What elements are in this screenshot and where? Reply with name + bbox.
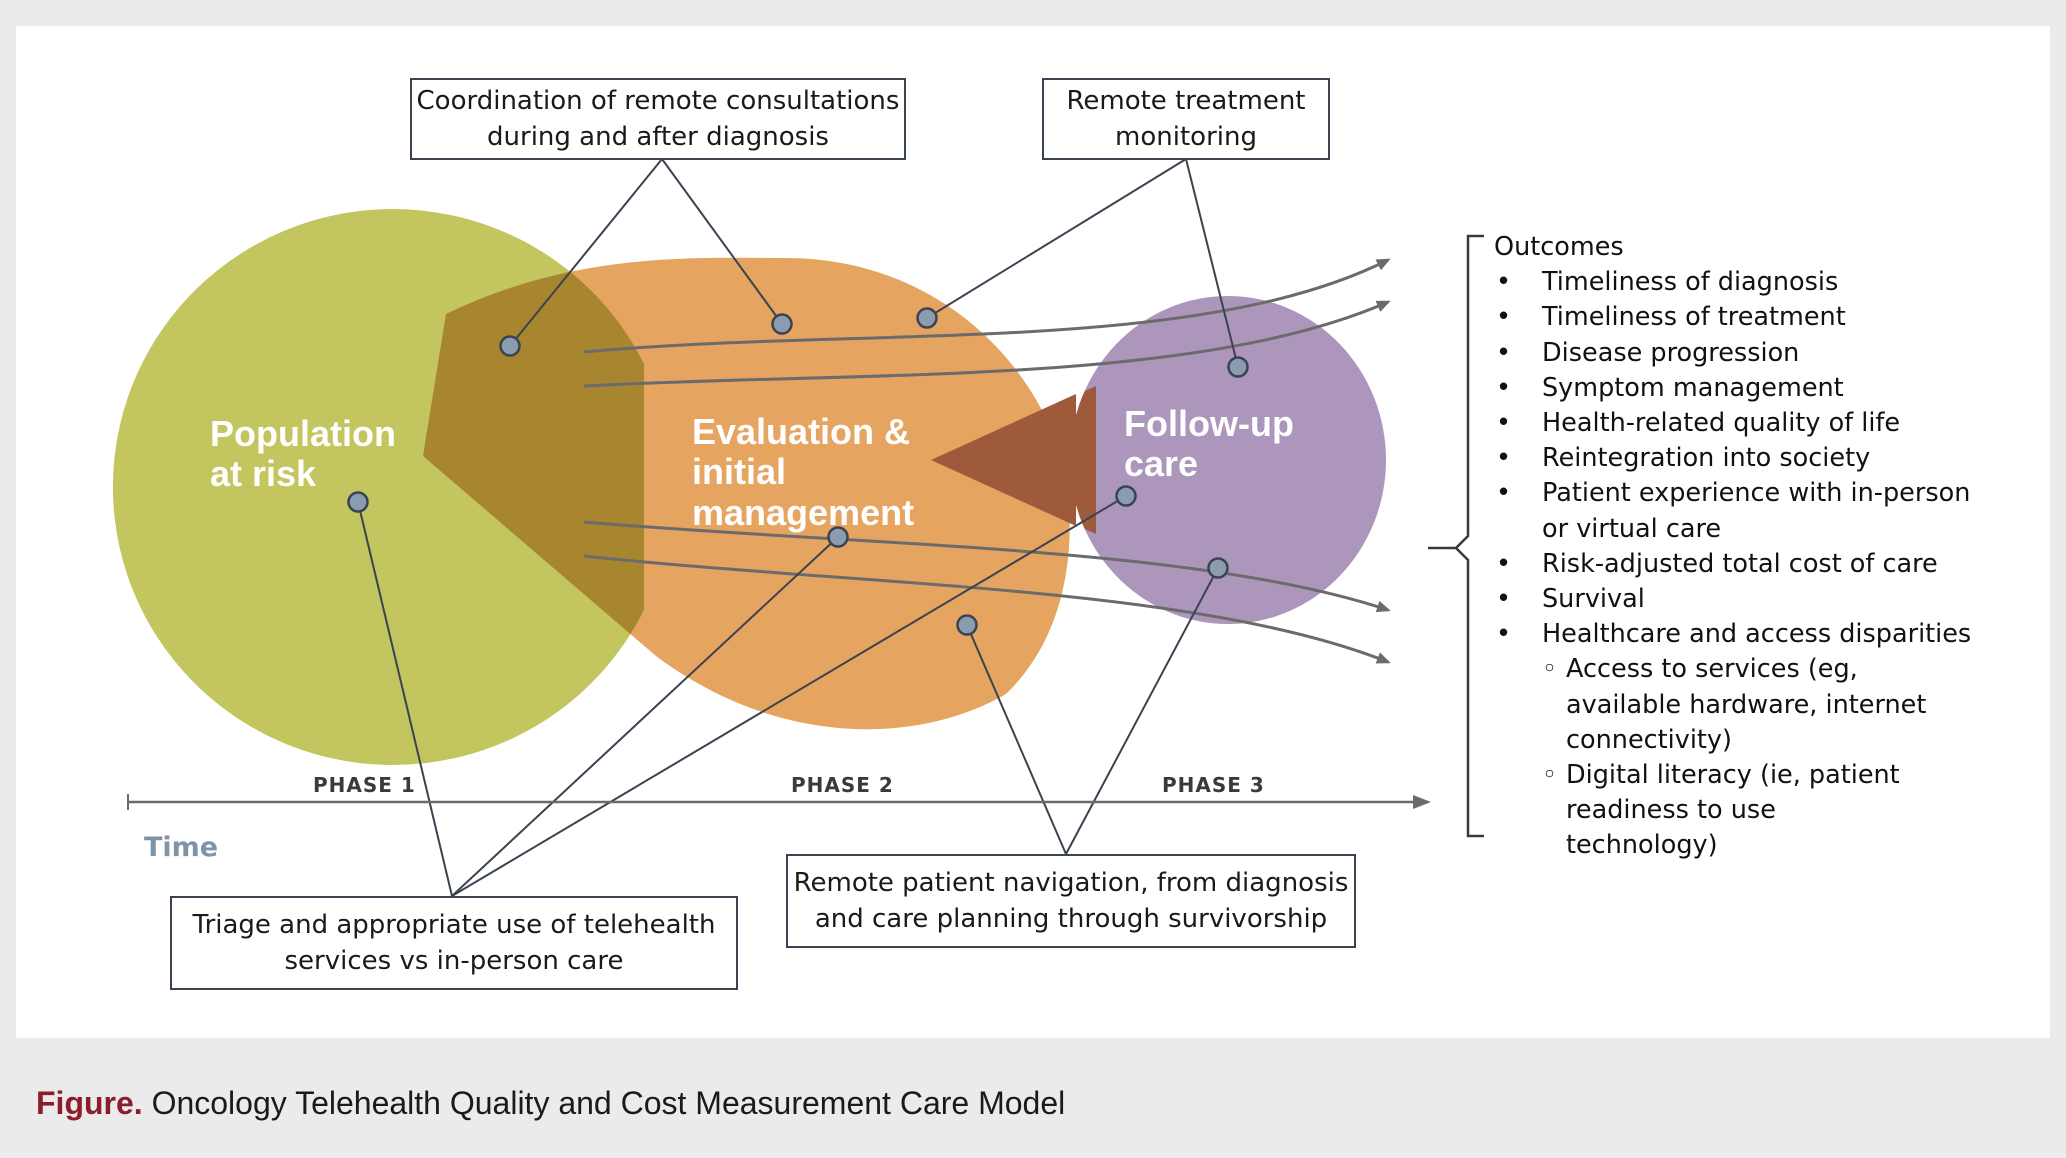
outcome-item: Symptom management <box>1494 371 2054 406</box>
diagram-panel: Population at risk Evaluation & initial … <box>16 26 2050 1038</box>
outcome-subitem: Access to services (eg,available hardwar… <box>1494 652 2054 758</box>
phase-3-label: PHASE 3 <box>1162 773 1265 797</box>
phase-2-label: PHASE 2 <box>791 773 894 797</box>
callout-triage-box: Triage and appropriate use of telehealth… <box>170 896 738 990</box>
outcome-item: Risk-adjusted total cost of care <box>1494 547 2054 582</box>
follow-up-care-shape <box>1070 296 1386 624</box>
callout-line: Remote treatment <box>1066 86 1306 116</box>
outcome-item: Reintegration into society <box>1494 441 2054 476</box>
callout-navigation-box: Remote patient navigation, from diagnosi… <box>786 854 1356 948</box>
figure-caption: Figure. Oncology Telehealth Quality and … <box>36 1085 1065 1122</box>
flow-arrow-4 <box>583 554 1391 664</box>
callout-line: Remote patient navigation, from diagnosi… <box>793 868 1349 898</box>
callout-treatment-monitoring-box: Remote treatment monitoring <box>1042 78 1330 160</box>
outcomes-items: Timeliness of diagnosis Timeliness of tr… <box>1494 265 2054 863</box>
outcome-item: Survival <box>1494 582 2054 617</box>
outcome-item: Timeliness of treatment <box>1494 300 2054 335</box>
outcomes-bracket <box>1428 234 1484 838</box>
outcomes-heading: Outcomes <box>1494 232 1624 262</box>
time-axis-label: Time <box>144 832 218 863</box>
flow-arrow-3 <box>583 520 1391 613</box>
overlap-population-evaluation <box>423 257 644 730</box>
flow-arrow-1 <box>583 258 1391 354</box>
stage-evaluation-label: Evaluation & initial management <box>692 411 920 533</box>
connector-dots <box>347 307 1249 636</box>
callout-coordination-box: Coordination of remote consultations dur… <box>410 78 906 160</box>
outcomes-list: Outcomes Timeliness of diagnosis Timelin… <box>1494 230 2054 864</box>
caption-label: Figure. <box>36 1085 143 1121</box>
callout-line: monitoring <box>1115 122 1257 152</box>
flow-arrow-2 <box>583 300 1391 388</box>
callout-line: Triage and appropriate use of telehealth <box>192 910 716 940</box>
wedge-population <box>423 364 644 610</box>
stage-followup-label: Follow-up care <box>1124 403 1304 484</box>
outcome-item: Healthcare and access disparities <box>1494 617 2054 652</box>
care-model-diagram: Population at risk Evaluation & initial … <box>112 158 1484 897</box>
wedge-evaluation-base <box>931 394 1076 526</box>
outcome-item: Health-related quality of life <box>1494 406 2054 441</box>
connector-lines <box>357 158 1239 897</box>
stage-population-label: Population at risk <box>210 413 406 494</box>
callout-line: and care planning through survivorship <box>814 904 1328 934</box>
caption-text: Oncology Telehealth Quality and Cost Mea… <box>142 1085 1066 1121</box>
callout-line: during and after diagnosis <box>487 122 829 152</box>
outcome-item: Timeliness of diagnosis <box>1494 265 2054 300</box>
callout-line: Coordination of remote consultations <box>416 86 900 116</box>
outcome-item: Disease progression <box>1494 336 2054 371</box>
callout-line: services vs in-person care <box>284 946 624 976</box>
phase-1-label: PHASE 1 <box>313 773 416 797</box>
